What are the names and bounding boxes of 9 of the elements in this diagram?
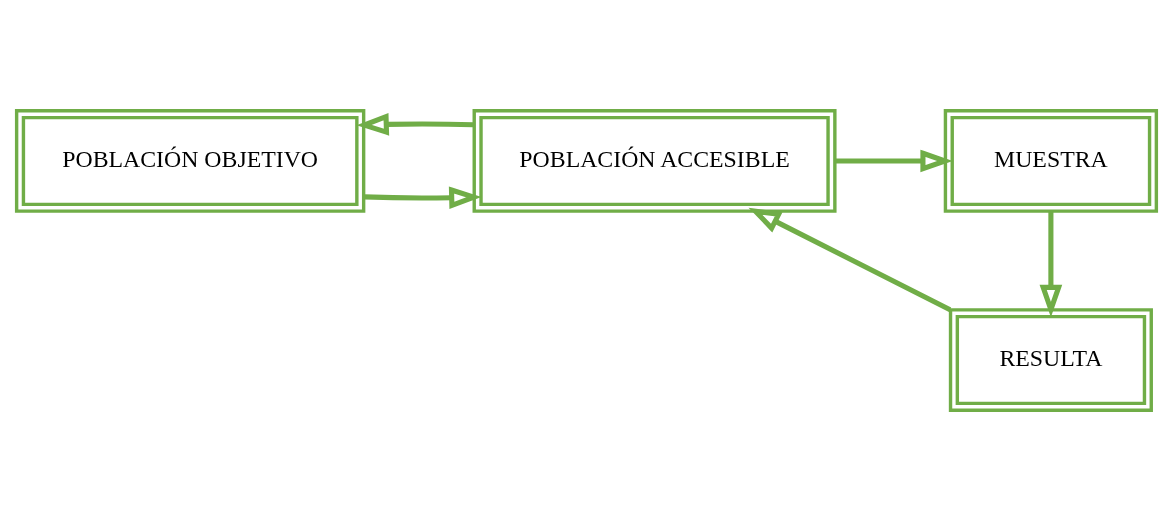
arrow [834, 149, 953, 173]
arrow [1039, 211, 1063, 318]
arrow [364, 186, 482, 210]
arrow [748, 207, 952, 313]
node-box: POBLACIÓN OBJETIVO [14, 109, 366, 213]
node-box: POBLACIÓN ACCESIBLE [472, 109, 837, 213]
node-box: RESULTA [948, 308, 1153, 412]
arrow [356, 113, 474, 136]
node-box: MUESTRA [943, 109, 1159, 213]
